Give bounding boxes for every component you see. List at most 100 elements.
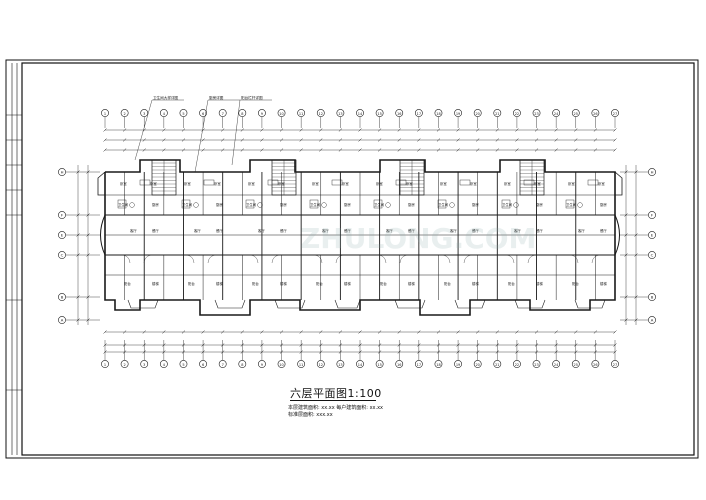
dimension-tick [260,343,264,347]
dimension-tick [613,350,617,354]
fixture-toilet [449,202,455,208]
room-label: 楼梯 [600,281,607,286]
room-label: 卧室 [248,181,255,186]
stair-block [151,159,177,196]
axis-label: 20 [475,363,479,367]
dimension-tick [122,138,127,142]
dimension-tick [319,350,323,354]
dimension-tick [534,148,539,152]
dimension-tick [476,330,480,334]
fixture-toilet [513,202,519,208]
dimension-tick [122,128,127,132]
axis-bubble [258,360,266,368]
axis-label: A [651,318,654,323]
dimension-tick [417,343,421,347]
dimension-tick [634,233,638,237]
axis-bubble [58,251,66,259]
room-label: 餐厅 [344,228,351,233]
axis-bubble [356,109,364,117]
axis-bubble [238,109,247,117]
axis-label: 26 [593,112,597,116]
room-label: 阳台 [380,281,387,286]
dimension-tick [358,350,362,354]
room-label: 卧室 [568,181,575,186]
fixture-counter [395,179,407,186]
dimension-tick [397,148,401,152]
room-label: 卫生间 [502,202,513,207]
dimension-tick [122,343,127,347]
axis-bubble [316,109,325,117]
dimension-tick [260,148,264,152]
axis-bubble [395,360,404,368]
dimension-tick [515,330,519,334]
dimension-tick [593,138,598,142]
dimension-tick [634,295,638,299]
axis-label: 13 [338,363,342,367]
dimension-tick [417,330,421,334]
room-label: 餐厅 [408,228,415,233]
axis-label: 10 [279,112,283,116]
dimension-tick [593,330,598,334]
fixture-toilet [257,202,263,208]
dimension-tick [86,318,90,322]
room-label: 楼梯 [472,281,479,286]
fixture-toilet [193,202,199,208]
dimension-tick [515,148,519,152]
dimension-tick [122,350,127,354]
axis-bubble [159,360,168,368]
dimension-tick [476,148,480,152]
axis-bubble [434,360,443,368]
room-label: 客厅 [514,228,521,233]
fixture [181,199,191,209]
axis-bubble [648,168,656,176]
dimension-tick [181,350,186,354]
axis-label: E [651,233,654,238]
axis-bubble [532,109,541,117]
dimension-tick [456,330,460,334]
axis-label: 21 [495,112,499,116]
axis-label: 15 [377,112,381,116]
axis-bubble [473,360,482,368]
dimension-tick [574,343,578,347]
dimension-tick [103,330,107,334]
dimension-tick [338,350,343,354]
balcony [574,299,606,309]
axis-bubble [58,316,66,324]
axis-bubble [101,360,109,368]
axis-bubble [356,360,364,368]
callout-label: 阳台栏杆详图 [241,95,263,100]
dimension-tick [299,330,303,334]
dimension-tick [358,148,362,152]
axis-label: 4 [163,363,166,367]
fixture-toilet [321,202,327,208]
dimension-tick [319,128,323,132]
axis-bubble [277,109,286,117]
dimension-tick [299,148,303,152]
door-swing [313,254,323,264]
dimension-tick [574,148,578,152]
room-label: 厨房 [280,202,287,207]
axis-bubble [591,109,600,117]
room-label: 卫生间 [566,202,577,207]
dimension-tick [279,343,284,347]
dimension-tick [201,330,205,334]
axis-label: 13 [338,112,342,116]
axis-label: E [61,233,64,238]
room-label: 阳台 [572,281,579,286]
axis-label: 19 [456,363,460,367]
room-label: 卫生间 [118,202,129,207]
axis-label: F [61,213,63,218]
door-swing [271,254,281,264]
fixture-counter [267,179,279,186]
dimension-tick [554,343,558,347]
dimension-tick [495,343,499,347]
room-label: 卧室 [470,181,477,186]
axis-bubble [297,360,306,368]
dimension-tick [574,138,578,142]
dimension-tick [201,138,205,142]
room-label: 客厅 [194,228,201,233]
callout-label: 厨房详图 [209,95,224,100]
dimension-tick [181,128,186,132]
dimension-tick [358,330,362,334]
dimension-tick [436,128,441,132]
